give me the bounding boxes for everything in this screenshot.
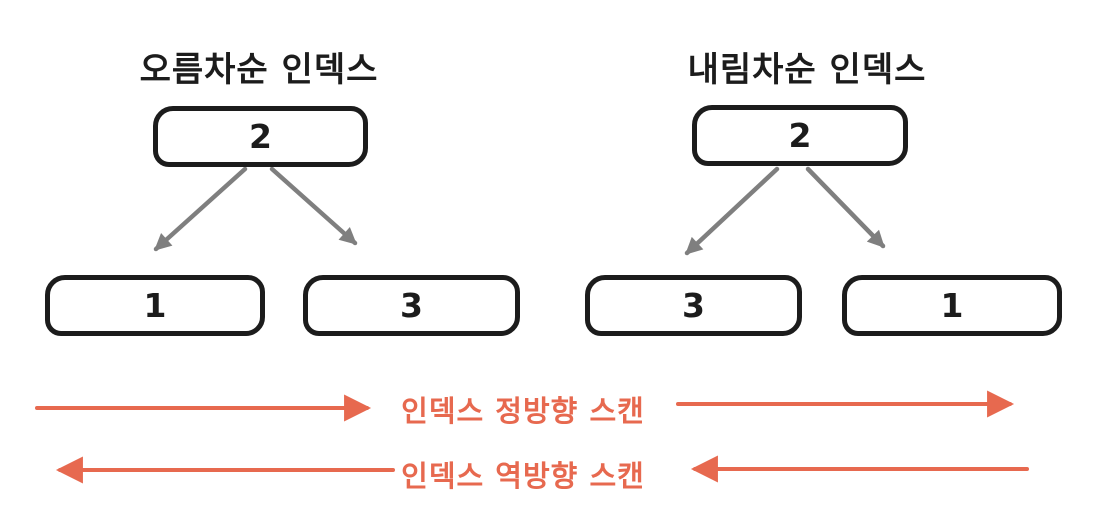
- descending-index-title: 내림차순 인덱스: [687, 50, 927, 90]
- edge-ascending-root-to-right-child-icon: [269, 166, 358, 246]
- ascending-index-title: 오름차순 인덱스: [139, 50, 379, 90]
- forward-scan-label: 인덱스 정방향 스캔: [401, 394, 645, 428]
- descending-right-child-node: 1: [842, 275, 1062, 336]
- edge-ascending-root-to-left-child-icon: [153, 166, 248, 252]
- edge-descending-root-to-right-child-icon: [805, 166, 886, 249]
- descending-root-node: 2: [692, 105, 908, 166]
- ascending-right-child-node: 3: [303, 275, 520, 336]
- backward-scan-label: 인덱스 역방향 스캔: [401, 459, 645, 493]
- edge-descending-root-to-left-child-icon: [684, 166, 780, 256]
- ascending-root-node: 2: [153, 106, 368, 167]
- descending-left-child-node: 3: [585, 275, 802, 336]
- ascending-left-child-node: 1: [45, 275, 265, 336]
